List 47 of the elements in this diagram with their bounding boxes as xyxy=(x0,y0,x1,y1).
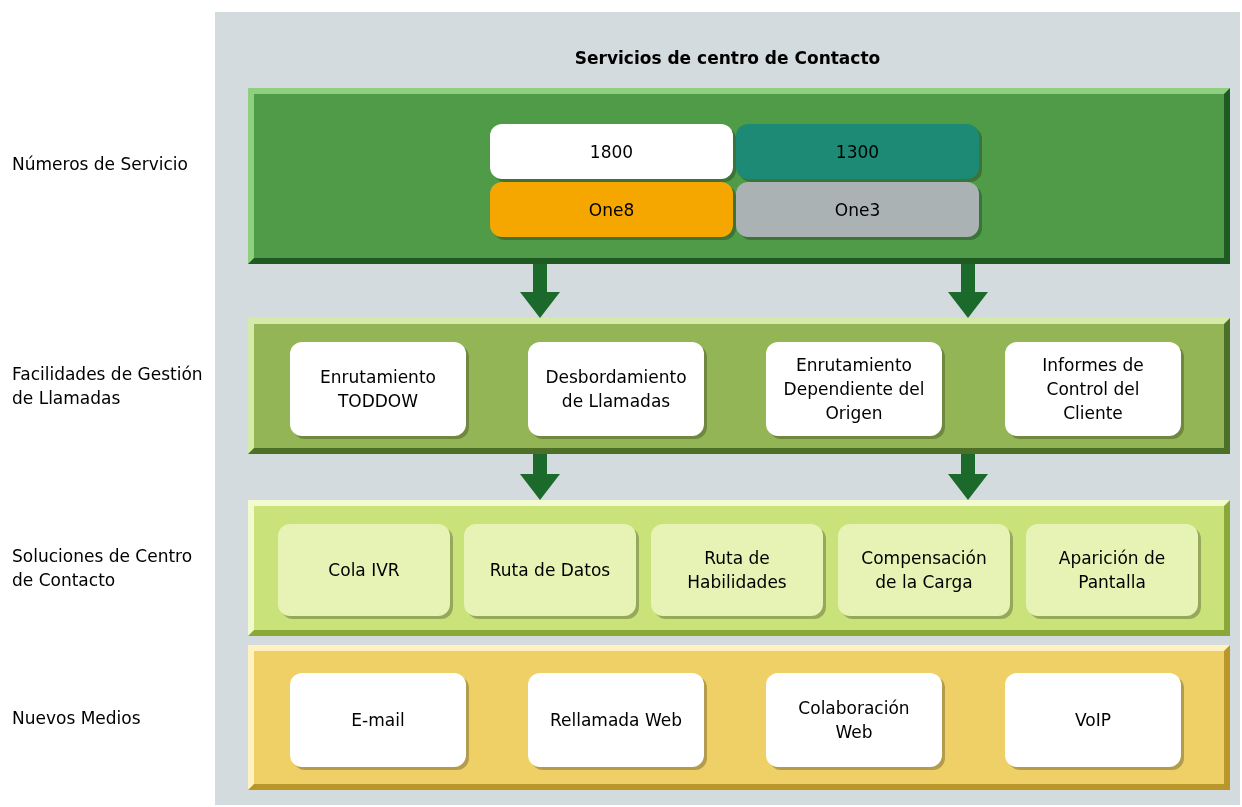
diagram-title: Servicios de centro de Contacto xyxy=(573,47,882,70)
box-label: VoIP xyxy=(1075,709,1111,732)
box-label: Compensación de la Carga xyxy=(860,547,988,594)
service-box xyxy=(736,124,979,179)
service-box xyxy=(278,524,450,616)
service-box xyxy=(1005,342,1181,436)
band xyxy=(248,645,1230,790)
box-label: Desbordamiento de Llamadas xyxy=(544,366,688,413)
band-label: Números de Servicio xyxy=(12,153,189,176)
box-label: Aparición de Pantalla xyxy=(1057,547,1167,594)
service-box xyxy=(528,342,704,436)
service-box xyxy=(1026,524,1198,616)
service-box xyxy=(838,524,1010,616)
band-label: Nuevos Medios xyxy=(12,707,141,730)
box-label: 1300 xyxy=(835,140,880,164)
arrow xyxy=(520,264,560,318)
box-label: Enrutamiento Dependiente del Origen xyxy=(782,354,926,425)
band-label: Facilidades de Gestión de Llamadas xyxy=(12,363,204,410)
box-label: One3 xyxy=(834,198,881,222)
box-label: 1800 xyxy=(589,140,634,164)
band xyxy=(248,318,1230,454)
service-box xyxy=(290,673,466,767)
service-box xyxy=(766,342,942,436)
box-label: Colaboración Web xyxy=(797,697,911,744)
service-box xyxy=(528,673,704,767)
band xyxy=(248,500,1230,636)
service-box xyxy=(464,524,636,616)
box-label: Cola IVR xyxy=(328,559,400,582)
service-box xyxy=(736,182,979,237)
arrow xyxy=(948,264,988,318)
box-label: E-mail xyxy=(351,709,405,732)
service-box xyxy=(490,182,733,237)
box-label: Ruta de Datos xyxy=(489,559,611,582)
service-box xyxy=(766,673,942,767)
arrow xyxy=(948,454,988,500)
service-box xyxy=(290,342,466,436)
box-label: One8 xyxy=(588,198,635,222)
service-box xyxy=(490,124,733,179)
band xyxy=(248,88,1230,264)
box-label: Informes de Control del Cliente xyxy=(1041,354,1145,425)
band-label: Soluciones de Centro de Contacto xyxy=(12,545,194,592)
service-box xyxy=(1005,673,1181,767)
box-label: Rellamada Web xyxy=(550,709,682,732)
service-box xyxy=(651,524,823,616)
box-label: Enrutamiento TODDOW xyxy=(319,366,437,413)
box-label: Ruta de Habilidades xyxy=(686,547,788,594)
arrow xyxy=(520,454,560,500)
